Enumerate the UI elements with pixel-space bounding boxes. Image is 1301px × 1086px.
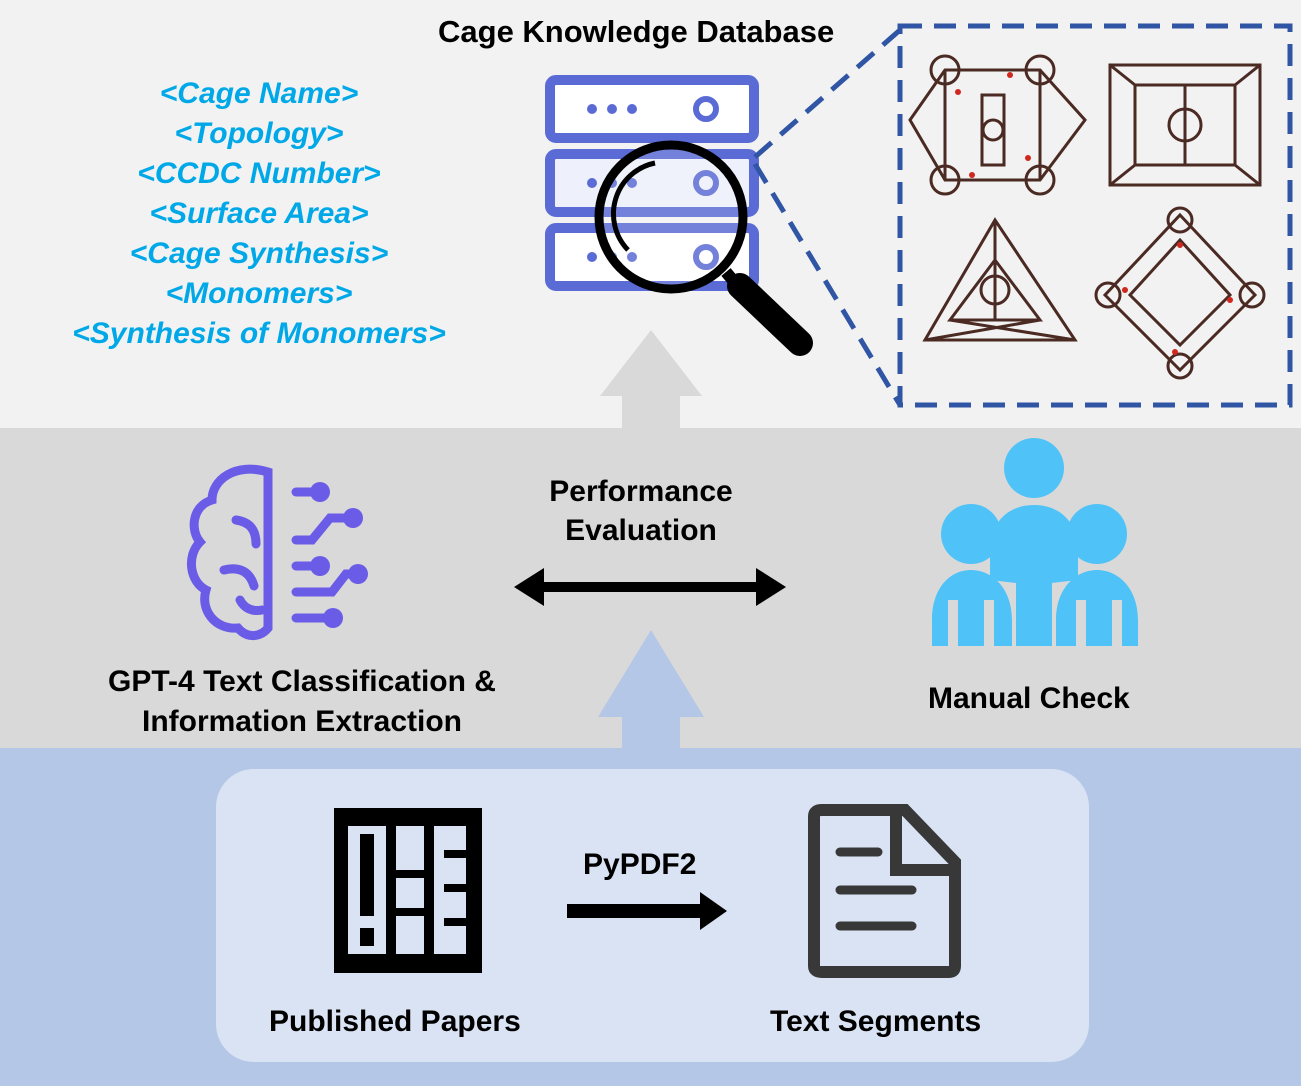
field-surface-area: <Surface Area> xyxy=(149,197,369,230)
pypdf2-label: PyPDF2 xyxy=(583,848,697,881)
field-synthesis-of-monomers: <Synthesis of Monomers> xyxy=(72,317,446,350)
molecular-cage-structure xyxy=(908,54,1266,380)
published-papers-label: Published Papers xyxy=(269,1005,521,1038)
people-group-icon xyxy=(932,438,1138,646)
up-arrow-to-extraction xyxy=(598,630,704,755)
up-arrow-to-database xyxy=(600,330,702,435)
performance-evaluation-line2: Evaluation xyxy=(565,514,717,547)
field-monomers: <Monomers> xyxy=(165,277,353,310)
performance-evaluation-label: Performance Evaluation xyxy=(510,472,772,550)
extracted-fields-list: <Cage Name> <Topology> <CCDC Number> <Su… xyxy=(30,74,488,354)
zoom-callout xyxy=(752,23,1293,408)
bookshelf-icon xyxy=(334,808,482,973)
magnifier-icon xyxy=(594,140,813,356)
manual-check-label: Manual Check xyxy=(928,682,1130,715)
database-title: Cage Knowledge Database xyxy=(438,14,835,49)
performance-evaluation-line1: Performance xyxy=(549,475,733,508)
field-cage-name: <Cage Name> xyxy=(159,77,359,110)
double-arrow xyxy=(514,568,786,606)
field-cage-synthesis: <Cage Synthesis> xyxy=(129,237,389,270)
field-ccdc-number: <CCDC Number> xyxy=(137,157,381,190)
cage-atom-highlights xyxy=(955,72,1233,355)
gpt4-extraction-line2: Information Extraction xyxy=(141,705,463,738)
brain-circuit-nodes xyxy=(310,482,368,628)
gpt4-extraction-label: GPT-4 Text Classification & Information … xyxy=(52,662,552,742)
text-segments-label: Text Segments xyxy=(770,1005,982,1038)
conversion-arrow xyxy=(567,892,727,930)
brain-circuit-icon xyxy=(187,464,357,640)
field-topology: <Topology> xyxy=(174,117,344,150)
gpt4-extraction-line1: GPT-4 Text Classification & xyxy=(108,665,496,698)
document-icon xyxy=(808,804,961,978)
